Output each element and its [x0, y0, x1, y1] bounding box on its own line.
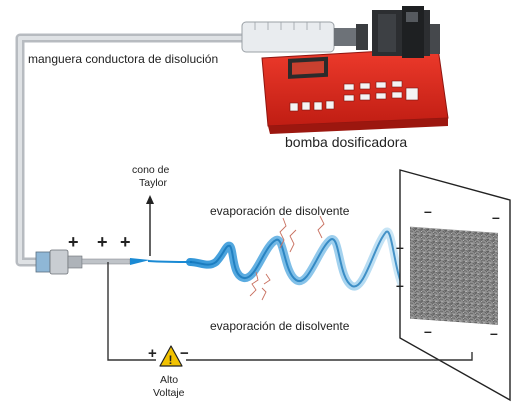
fiber-jet: [130, 227, 408, 294]
svg-text:–: –: [492, 209, 500, 225]
pump-label: bomba dosificadora: [285, 134, 407, 150]
svg-text:–: –: [424, 323, 432, 339]
taylor-cone-label-line2: Taylor: [139, 177, 168, 189]
svg-text:–: –: [396, 277, 404, 293]
taylor-cone-arrow: [146, 195, 154, 256]
warning-icon: !: [159, 345, 183, 367]
plus-sign: +: [120, 232, 131, 252]
tube-label: manguera conductora de disolución: [28, 52, 218, 66]
svg-text:–: –: [490, 325, 498, 341]
spinneret-needle: [35, 249, 131, 275]
solution-tube: [15, 33, 245, 267]
syringe-pump: [241, 6, 449, 134]
svg-text:–: –: [424, 203, 432, 219]
evaporation-trails: [249, 215, 325, 301]
circuit-wire: [107, 262, 473, 361]
plus-sign: +: [68, 232, 79, 252]
svg-text:!: !: [169, 353, 173, 367]
evaporation-label-bottom: evaporación de disolvente: [210, 319, 350, 333]
pump-buttons: [289, 80, 403, 112]
collector-plate: [399, 169, 511, 402]
voltage-label-line1: Alto: [160, 374, 178, 386]
plus-sign: +: [148, 345, 157, 362]
minus-sign: −: [180, 345, 189, 362]
evaporation-label-top: evaporación de disolvente: [210, 204, 350, 218]
collector-charges: – – – – – –: [396, 203, 500, 341]
collected-fiber-mat: [410, 226, 498, 325]
taylor-cone-label-line1: cono de: [132, 164, 170, 176]
voltage-label-line2: Voltaje: [153, 387, 185, 399]
svg-text:–: –: [396, 239, 404, 255]
plus-sign: +: [97, 232, 108, 252]
